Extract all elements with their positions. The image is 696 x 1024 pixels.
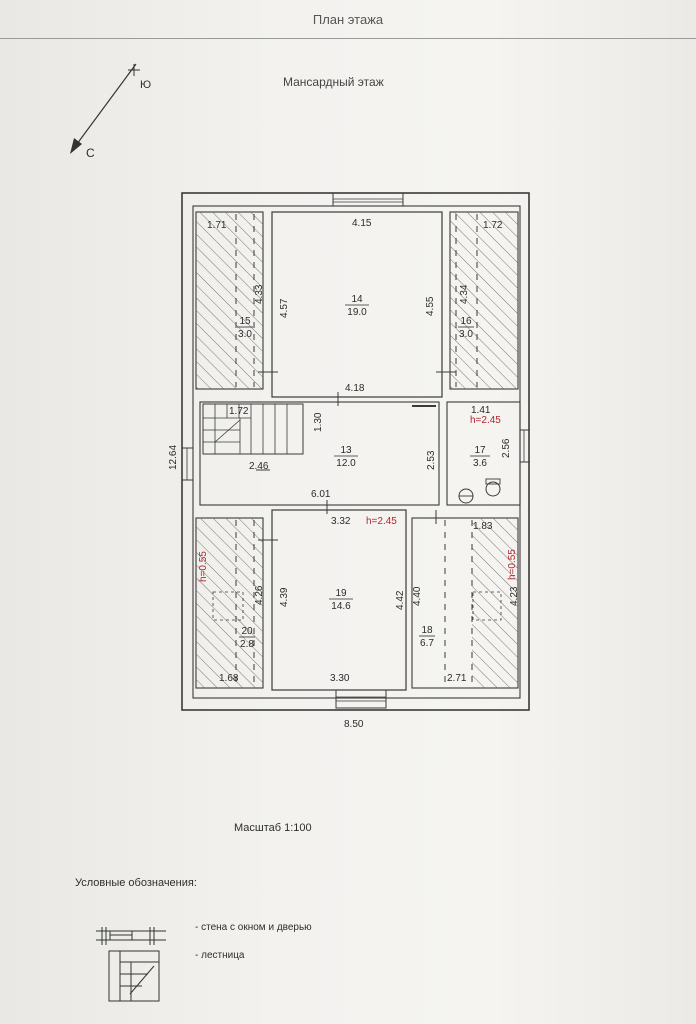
- legend-title: Условные обозначения:: [75, 877, 197, 889]
- height-room-18: h=0.55: [507, 549, 518, 580]
- dim-1-72: 1.72: [483, 220, 503, 231]
- legend-wall-symbol-icon: [96, 927, 166, 945]
- compass-north-label: Ю: [140, 79, 152, 91]
- room-17-number: 17: [474, 445, 486, 456]
- dim-4-34: 4.34: [459, 284, 470, 304]
- room-18-number: 18: [421, 625, 433, 636]
- room-16-number: 16: [460, 316, 472, 327]
- dim-1-41: 1.41: [471, 405, 491, 416]
- floor-name: Мансардный этаж: [283, 75, 384, 89]
- window-bottom: [335, 689, 387, 709]
- room-15-number: 15: [239, 316, 251, 327]
- window-left: [181, 447, 194, 481]
- height-corridor: h=2.45: [470, 415, 501, 426]
- compass-south-label: С: [86, 146, 95, 160]
- height-room-19: h=2.45: [366, 516, 397, 527]
- dim-4-55: 4.55: [425, 296, 436, 316]
- room-18-area: 6.7: [420, 638, 434, 649]
- compass-arrow-icon: [70, 63, 140, 154]
- room-13-outline: [199, 401, 440, 506]
- window-top: [332, 192, 404, 207]
- room-14-area: 19.0: [347, 307, 367, 318]
- page-title: План этажа: [312, 12, 384, 27]
- overall-width: 8.50: [344, 719, 364, 730]
- window-right: [519, 429, 530, 463]
- dim-2-46: 2.46: [249, 461, 269, 472]
- dim-4-42: 4.42: [395, 590, 406, 610]
- staircase: [202, 403, 304, 455]
- dim-1-83: 1.83: [473, 521, 493, 532]
- dim-4-40: 4.40: [412, 586, 423, 606]
- room-16-area: 3.0: [459, 329, 473, 340]
- height-room-20: h=0.55: [198, 551, 209, 582]
- dim-4-57: 4.57: [279, 298, 290, 318]
- room-19-area: 14.6: [331, 601, 351, 612]
- dim-1-68: 1.68: [219, 673, 239, 684]
- dim-2-71: 2.71: [447, 673, 467, 684]
- room-20-area: 2.8: [240, 639, 254, 650]
- room-19-outline: [271, 509, 407, 691]
- dim-4-15: 4.15: [352, 218, 372, 229]
- room-13-area: 12.0: [336, 458, 356, 469]
- dim-4-23: 4.23: [509, 586, 520, 606]
- scale-label: Масштаб 1:100: [234, 822, 312, 834]
- room-14-number: 14: [351, 294, 363, 305]
- dim-1-72b: 1.72: [229, 406, 249, 417]
- room-20-number: 20: [241, 626, 253, 637]
- room-17-area: 3.6: [473, 458, 487, 469]
- dim-2-56: 2.56: [501, 438, 512, 458]
- room-13-number: 13: [340, 445, 352, 456]
- legend-wall-label: - стена с окном и дверью: [195, 922, 312, 933]
- dim-4-26: 4.26: [254, 585, 265, 605]
- dim-4-18: 4.18: [345, 383, 365, 394]
- room-19-number: 19: [335, 588, 347, 599]
- dim-3-30: 3.30: [330, 673, 350, 684]
- dim-4-33: 4.33: [254, 284, 265, 304]
- dim-4-39: 4.39: [279, 587, 290, 607]
- dim-1-71: 1.71: [207, 220, 227, 231]
- header-divider: [0, 38, 696, 39]
- legend-staircase-label: - лестница: [195, 950, 245, 961]
- dim-6-01: 6.01: [311, 489, 331, 500]
- dim-3-32: 3.32: [331, 516, 351, 527]
- legend-staircase-icon: [108, 950, 160, 1002]
- dim-1-30: 1.30: [313, 412, 324, 432]
- dim-2-53: 2.53: [426, 450, 437, 470]
- room-15-area: 3.0: [238, 329, 252, 340]
- room-14-outline: [271, 211, 443, 398]
- overall-height: 12.64: [168, 445, 179, 470]
